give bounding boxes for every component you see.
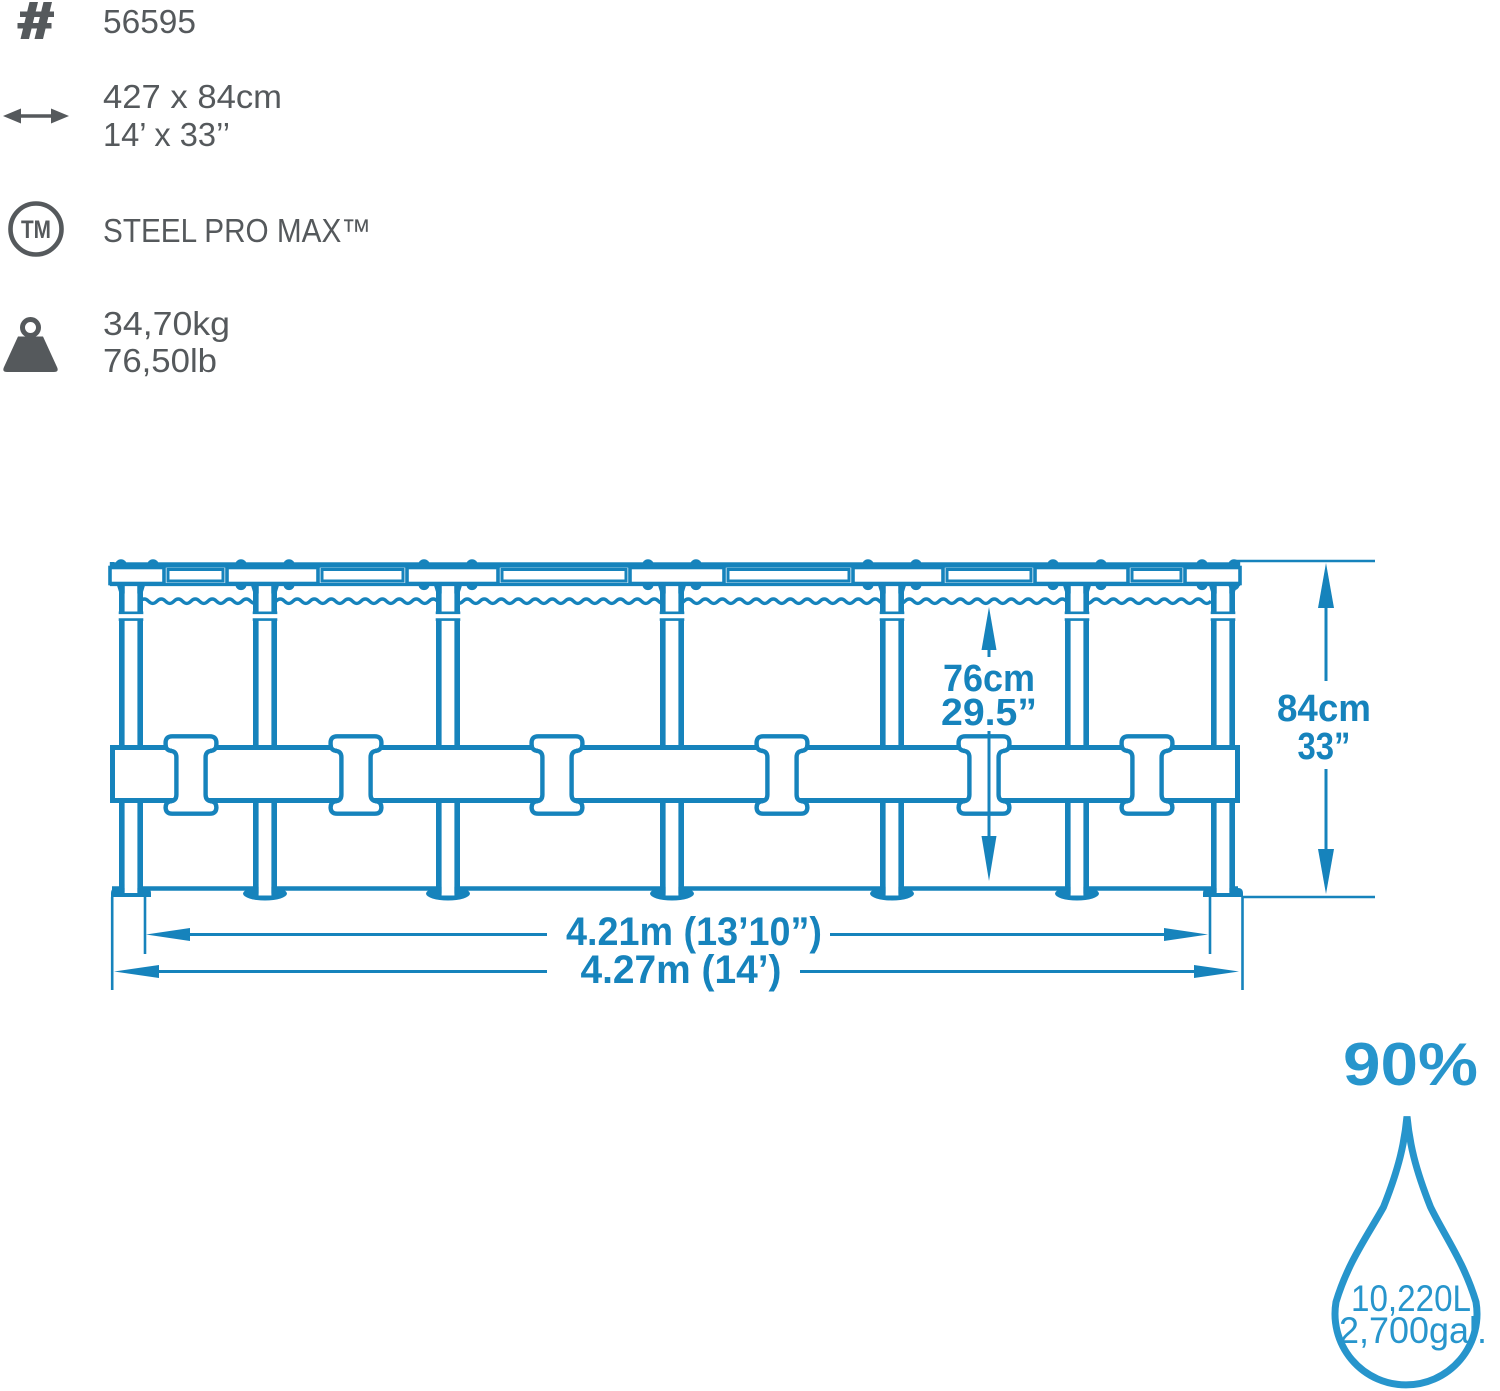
svg-text:14’ x 33’’: 14’ x 33’’ — [103, 116, 230, 153]
svg-text:STEEL PRO MAX™: STEEL PRO MAX™ — [103, 212, 371, 249]
svg-text:90%: 90% — [1343, 1031, 1478, 1098]
svg-text:4.27m (14’): 4.27m (14’) — [581, 948, 782, 992]
svg-text:427 x 84cm: 427 x 84cm — [103, 78, 282, 115]
svg-text:TM: TM — [21, 216, 51, 244]
svg-text:29.5”: 29.5” — [941, 692, 1037, 734]
svg-text:76cm: 76cm — [943, 658, 1035, 700]
svg-text:2,700gal.: 2,700gal. — [1339, 1310, 1487, 1351]
svg-text:10,220L: 10,220L — [1351, 1278, 1471, 1319]
svg-text:84cm: 84cm — [1277, 688, 1371, 730]
svg-text:4.21m (13’10”): 4.21m (13’10”) — [566, 910, 822, 954]
svg-text:34,70kg: 34,70kg — [103, 305, 230, 342]
svg-text:76,50lb: 76,50lb — [103, 342, 217, 379]
svg-text:56595: 56595 — [103, 3, 196, 40]
svg-text:33”: 33” — [1298, 726, 1351, 768]
